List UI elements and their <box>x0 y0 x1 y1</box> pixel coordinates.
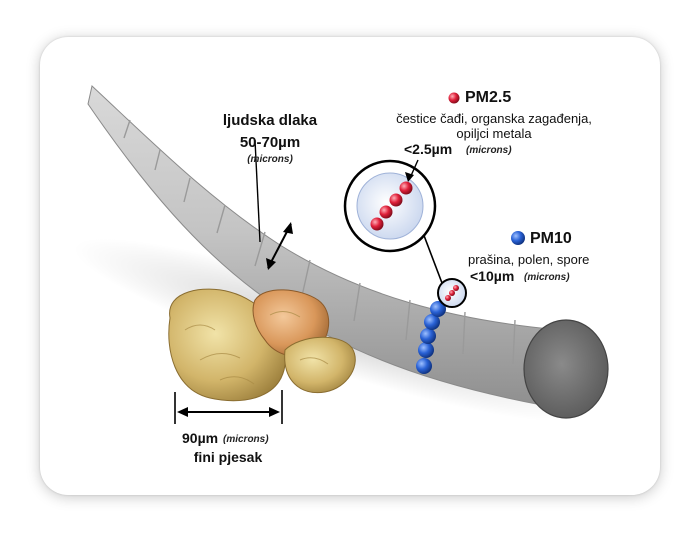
sand-unit: (microns) <box>223 434 269 445</box>
sand-size: 90µm <box>182 430 219 446</box>
human-hair <box>87 85 609 419</box>
hair-unit: (microns) <box>247 154 293 165</box>
pm10-legend-dot <box>511 231 525 245</box>
sand-label: fini pjesak <box>193 449 263 465</box>
pm10-desc: prašina, polen, spore <box>468 252 590 267</box>
pm25-title: PM2.5 <box>465 89 512 106</box>
hair-label: ljudska dlaka <box>222 112 318 129</box>
pm25-desc-line1: čestice čađi, organska zagađenja, <box>396 111 592 126</box>
pm25-desc-line2: opiljci metala <box>456 126 532 141</box>
sand-grains <box>168 288 356 402</box>
pm10-title: PM10 <box>530 230 572 247</box>
pm25-size: <2.5µm <box>404 141 453 157</box>
hair-diameter-arrow <box>254 139 293 270</box>
sand-width-arrow <box>174 390 283 424</box>
pm10-unit: (microns) <box>524 272 570 283</box>
hair-size: 50-70µm <box>239 134 301 151</box>
pm25-zoom-circle <box>343 159 437 253</box>
pm10-size: <10µm <box>470 268 515 284</box>
pm25-legend-dot <box>448 92 460 104</box>
pm25-small-marker <box>419 224 467 308</box>
pm25-unit: (microns) <box>466 145 512 156</box>
